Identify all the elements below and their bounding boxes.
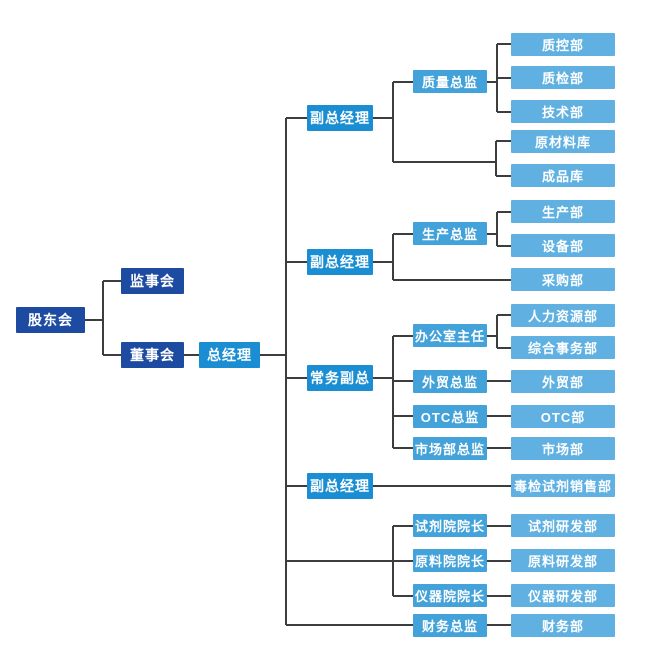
org-node-instrument-rd-dept: 仪器研发部 xyxy=(511,584,615,607)
org-node-reagent-institute-dean: 试剂院院长 xyxy=(413,514,487,537)
org-node-vice-gm-2: 副总经理 xyxy=(307,249,373,275)
org-node-marketing-dept: 市场部 xyxy=(511,437,615,460)
connector-vice-gm-1-bracket xyxy=(373,81,511,177)
org-node-board-of-directors: 董事会 xyxy=(121,342,184,368)
org-node-foreign-trade-dept: 外贸部 xyxy=(511,370,615,393)
org-node-tech-dept: 技术部 xyxy=(511,100,615,123)
org-node-finance-dept: 财务部 xyxy=(511,614,615,637)
org-node-office-director: 办公室主任 xyxy=(413,324,487,347)
connector-deans-bracket xyxy=(392,525,413,597)
org-node-production-dept: 生产部 xyxy=(511,200,615,223)
connector-production-director-bracket xyxy=(487,211,511,247)
org-node-qa-dept: 质检部 xyxy=(511,66,615,89)
org-node-instrument-institute-dean: 仪器院院长 xyxy=(413,584,487,607)
connector-vice-gm-2-bracket xyxy=(373,233,511,281)
connector-quality-director-bracket xyxy=(487,43,511,113)
org-node-marketing-director: 市场部总监 xyxy=(413,437,487,460)
org-node-quality-director: 质量总监 xyxy=(413,70,487,93)
org-node-general-manager: 总经理 xyxy=(199,342,260,368)
org-node-vice-gm-1: 副总经理 xyxy=(307,105,373,131)
org-node-foreign-trade-director: 外贸总监 xyxy=(413,370,487,393)
org-node-vice-gm-3: 副总经理 xyxy=(307,473,373,499)
org-node-purchasing-dept: 采购部 xyxy=(511,268,615,291)
org-node-qc-dept: 质控部 xyxy=(511,33,615,56)
connector-direct-links xyxy=(373,380,511,626)
org-node-otc-dept: OTC部 xyxy=(511,405,615,428)
org-node-general-affairs-dept: 综合事务部 xyxy=(511,336,615,359)
org-node-otc-director: OTC总监 xyxy=(413,405,487,428)
org-node-material-rd-dept: 原料研发部 xyxy=(511,549,615,572)
connector-office-director-bracket xyxy=(487,314,511,349)
connector-shareholders-bracket xyxy=(85,280,121,356)
org-node-hr-dept: 人力资源部 xyxy=(511,304,615,327)
org-node-shareholders: 股东会 xyxy=(16,307,85,333)
org-node-reagent-rd-dept: 试剂研发部 xyxy=(511,514,615,537)
connector-trunk-branches xyxy=(286,117,413,626)
org-node-executive-vice-gm: 常务副总 xyxy=(307,365,373,391)
org-node-material-institute-dean: 原料院院长 xyxy=(413,549,487,572)
org-node-raw-material-warehouse: 原材料库 xyxy=(511,130,615,153)
org-node-drug-test-reagent-sales-dept: 毒检试剂销售部 xyxy=(511,474,615,497)
org-node-supervisory-board: 监事会 xyxy=(121,268,184,294)
org-node-production-director: 生产总监 xyxy=(413,222,487,245)
org-node-finished-goods-warehouse: 成品库 xyxy=(511,164,615,187)
org-node-finance-director: 财务总监 xyxy=(413,614,487,637)
connector-executive-vice-gm-bracket xyxy=(373,335,413,449)
org-node-equipment-dept: 设备部 xyxy=(511,234,615,257)
